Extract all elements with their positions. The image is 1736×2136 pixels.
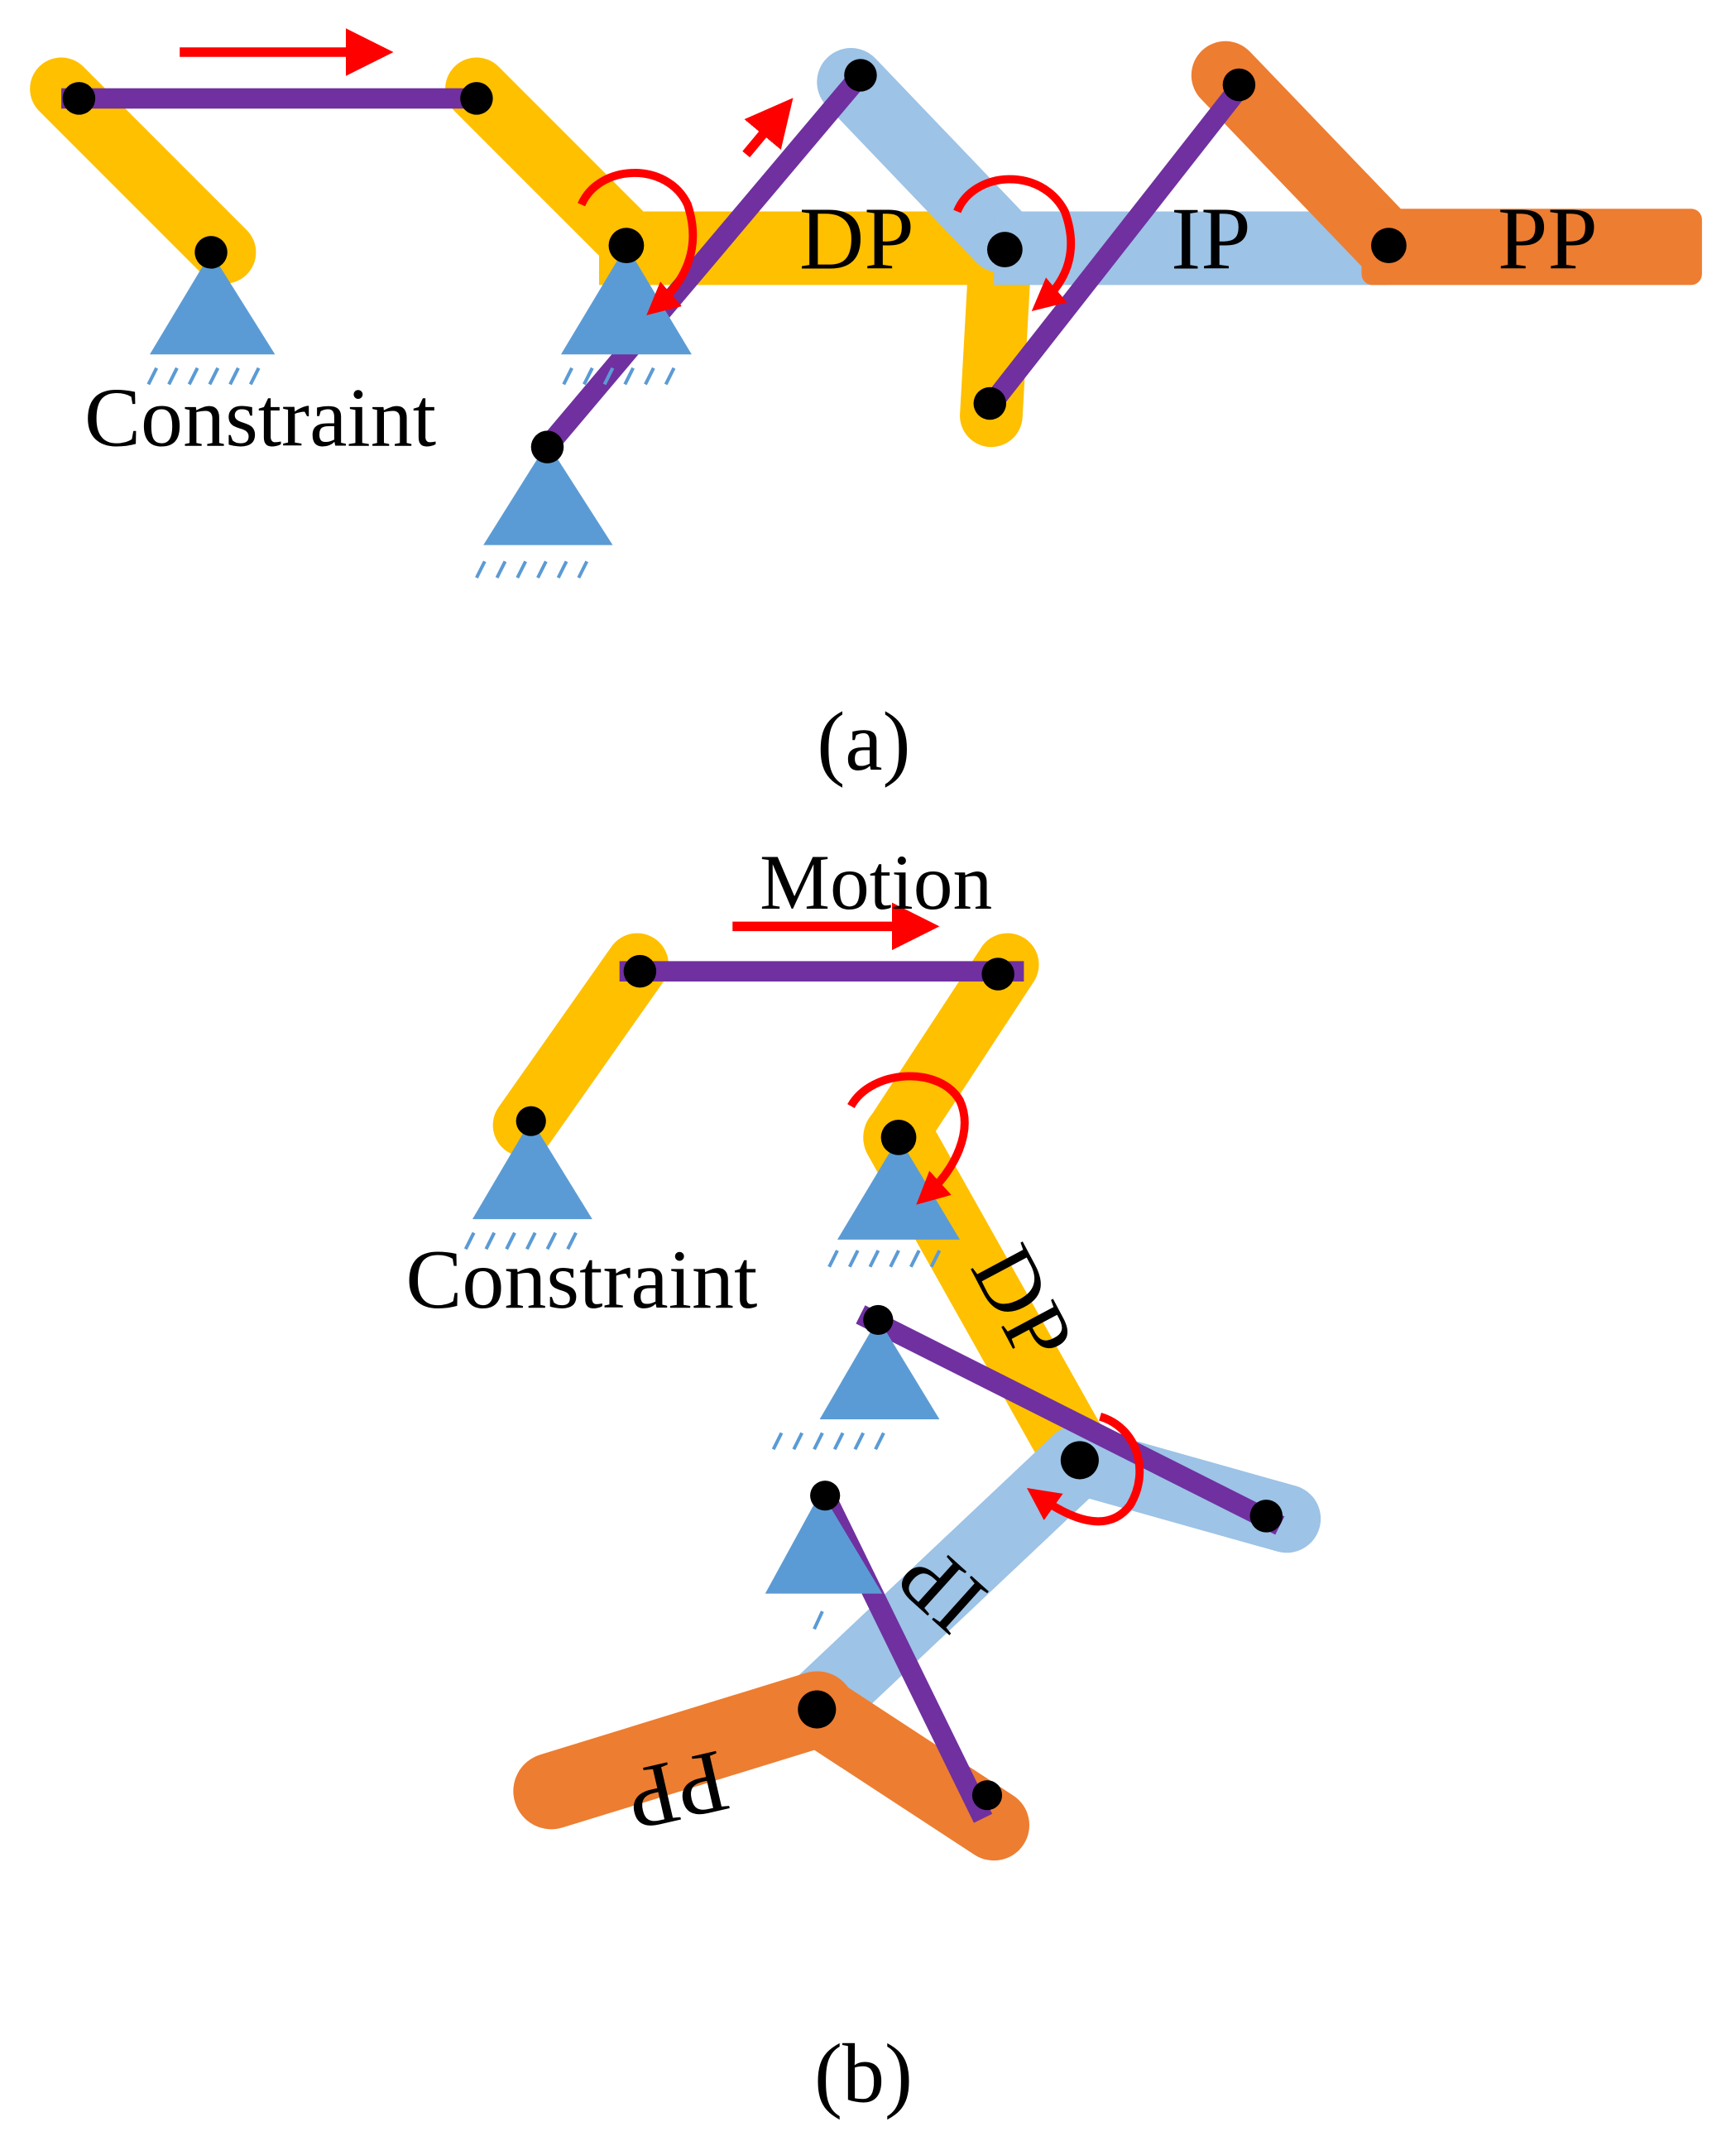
- orange-link-pp-b: [513, 1671, 1029, 1861]
- joint: [1060, 1441, 1099, 1480]
- motion-arrow-diagonal: [742, 98, 794, 158]
- joint: [194, 236, 228, 269]
- label-motion-b: Motion: [760, 838, 992, 926]
- support-bottom: [477, 443, 613, 578]
- label-dp: DP: [799, 190, 914, 289]
- support-lower-b: [774, 1318, 940, 1449]
- joint: [810, 1481, 841, 1511]
- purple-rod-diagonal-2: [981, 78, 1250, 413]
- joint: [623, 954, 657, 988]
- rotation-arrow-2-b: [1027, 1413, 1144, 1526]
- support-bottom-b: [765, 1491, 883, 1630]
- purple-rod-middle-b: [856, 1305, 1285, 1535]
- panel-a: DP IP PP Constraint (a): [30, 28, 1702, 789]
- label-constraint-b: Constraint: [405, 1233, 757, 1327]
- label-pp-b: PP: [617, 1731, 737, 1850]
- joint: [973, 386, 1007, 420]
- joint: [986, 232, 1023, 267]
- joint: [608, 228, 645, 264]
- rotation-arrow-1-b: [847, 1072, 969, 1205]
- joint: [798, 1690, 837, 1729]
- joint: [981, 958, 1014, 991]
- joint: [880, 1120, 917, 1155]
- label-ip: IP: [1171, 190, 1251, 289]
- label-pp: PP: [1498, 190, 1598, 289]
- caption-b: (b): [814, 2027, 913, 2120]
- joint: [971, 1780, 1003, 1811]
- purple-rod-diagonal-1: [536, 68, 869, 457]
- label-constraint: Constraint: [84, 372, 436, 465]
- panel-b: Motion Constraint DP IP PP (b): [405, 838, 1321, 2120]
- support-left-b: [466, 1120, 592, 1249]
- joint: [844, 59, 877, 92]
- joint: [530, 430, 564, 463]
- joint: [1249, 1500, 1283, 1533]
- joint: [460, 82, 493, 115]
- rotation-arrow-1: [578, 169, 698, 316]
- rotation-arrow-2: [953, 175, 1076, 311]
- joint: [863, 1304, 894, 1336]
- support-middle: [560, 245, 692, 385]
- yellow-link-left: [30, 57, 257, 284]
- orange-link-pp: [1191, 41, 1702, 286]
- joint: [516, 1106, 546, 1136]
- joint: [1222, 68, 1256, 102]
- support-left: [148, 252, 276, 385]
- joint: [62, 82, 96, 115]
- support-middle-b: [829, 1137, 961, 1266]
- yellow-link-left-b: [492, 933, 669, 1157]
- joint: [1371, 228, 1407, 264]
- caption-a: (a): [817, 695, 910, 789]
